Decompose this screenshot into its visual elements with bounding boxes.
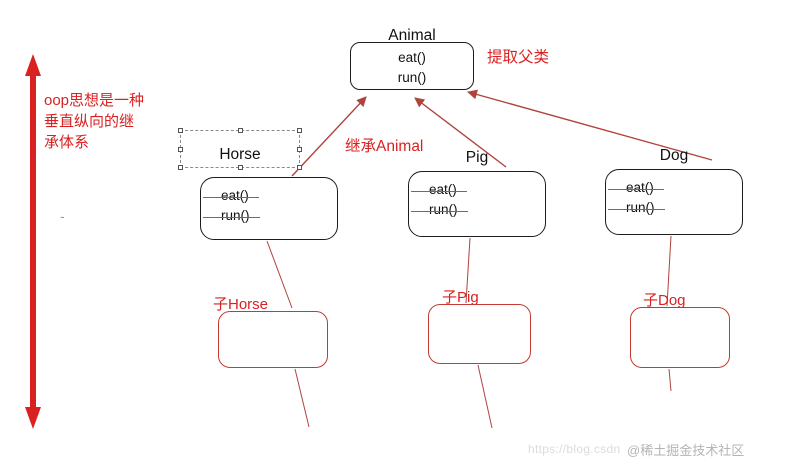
horse-method-run: run() [203,206,259,226]
dog-method-row-eat: eat() [608,178,742,198]
selection-handle-n[interactable] [238,128,243,133]
dog-method-eat: eat() [608,178,664,198]
oop-note[interactable]: oop思想是一种 垂直纵向的继 承体系 [44,90,160,153]
selection-handle-w[interactable] [178,147,183,152]
dog-method-row-run: run() [608,198,742,218]
animal-class-box[interactable]: eat() run() [350,42,474,90]
pig-class-box[interactable]: eat() run() [408,171,546,237]
animal-method-row-eat: eat() [351,48,473,68]
vertical-axis-arrowhead-top [25,54,41,76]
horse-methods: eat() run() [201,178,337,226]
horse-method-row-eat: eat() [203,186,337,206]
connector-horse-child-down [294,368,310,428]
oop-note-line-2: 垂直纵向的继 [44,113,135,130]
selection-handle-nw[interactable] [178,128,183,133]
connector-horse-to-child [266,240,293,309]
vertical-axis-arrowhead-bottom [25,407,41,429]
pig-method-eat: eat() [411,180,467,200]
pig-class-name[interactable]: Pig [465,149,489,166]
dog-class-box[interactable]: eat() run() [605,169,743,235]
dog-child-label[interactable]: 子Dog [643,292,686,309]
animal-class-name[interactable]: Animal [388,27,436,44]
horse-child-box[interactable] [218,311,328,368]
animal-method-eat: eat() [398,50,426,65]
animal-method-row-run: run() [351,68,473,88]
vertical-axis-arrow [25,54,41,429]
pig-methods: eat() run() [409,172,545,220]
inherit-animal-label[interactable]: 继承Animal [345,138,424,155]
selection-handle-ne[interactable] [297,128,302,133]
pig-method-row-run: run() [411,200,545,220]
oop-note-line-3: 承体系 [44,134,90,151]
animal-methods: eat() run() [351,43,473,88]
selection-handle-sw[interactable] [178,165,183,170]
horse-child-label[interactable]: 子Horse [213,296,269,313]
dog-child-box[interactable] [630,307,730,368]
connector-dog-child-down [668,368,672,392]
selection-handle-se[interactable] [297,165,302,170]
horse-class-name[interactable]: Horse [219,146,261,163]
dog-methods: eat() run() [606,170,742,218]
horse-method-row-run: run() [203,206,337,226]
horse-method-eat: eat() [203,186,259,206]
dog-method-run: run() [608,198,664,218]
pig-method-row-eat: eat() [411,180,545,200]
watermark-credit: @稀土掘金技术社区 [627,443,745,458]
pig-child-box[interactable] [428,304,531,364]
extract-parent-label[interactable]: 提取父类 [487,49,550,66]
oop-note-line-1: oop思想是一种 [44,92,145,109]
pig-method-run: run() [411,200,467,220]
dog-class-name[interactable]: Dog [659,147,689,164]
selection-handle-e[interactable] [297,147,302,152]
animal-method-run: run() [397,70,427,85]
horse-class-box[interactable]: eat() run() [200,177,338,240]
selection-handle-s[interactable] [238,165,243,170]
connector-pig-child-down [477,364,493,429]
pig-child-label[interactable]: 子Pig [442,289,479,306]
watermark-url: https://blog.csdn [528,442,621,456]
stray-mark: - [60,208,65,224]
